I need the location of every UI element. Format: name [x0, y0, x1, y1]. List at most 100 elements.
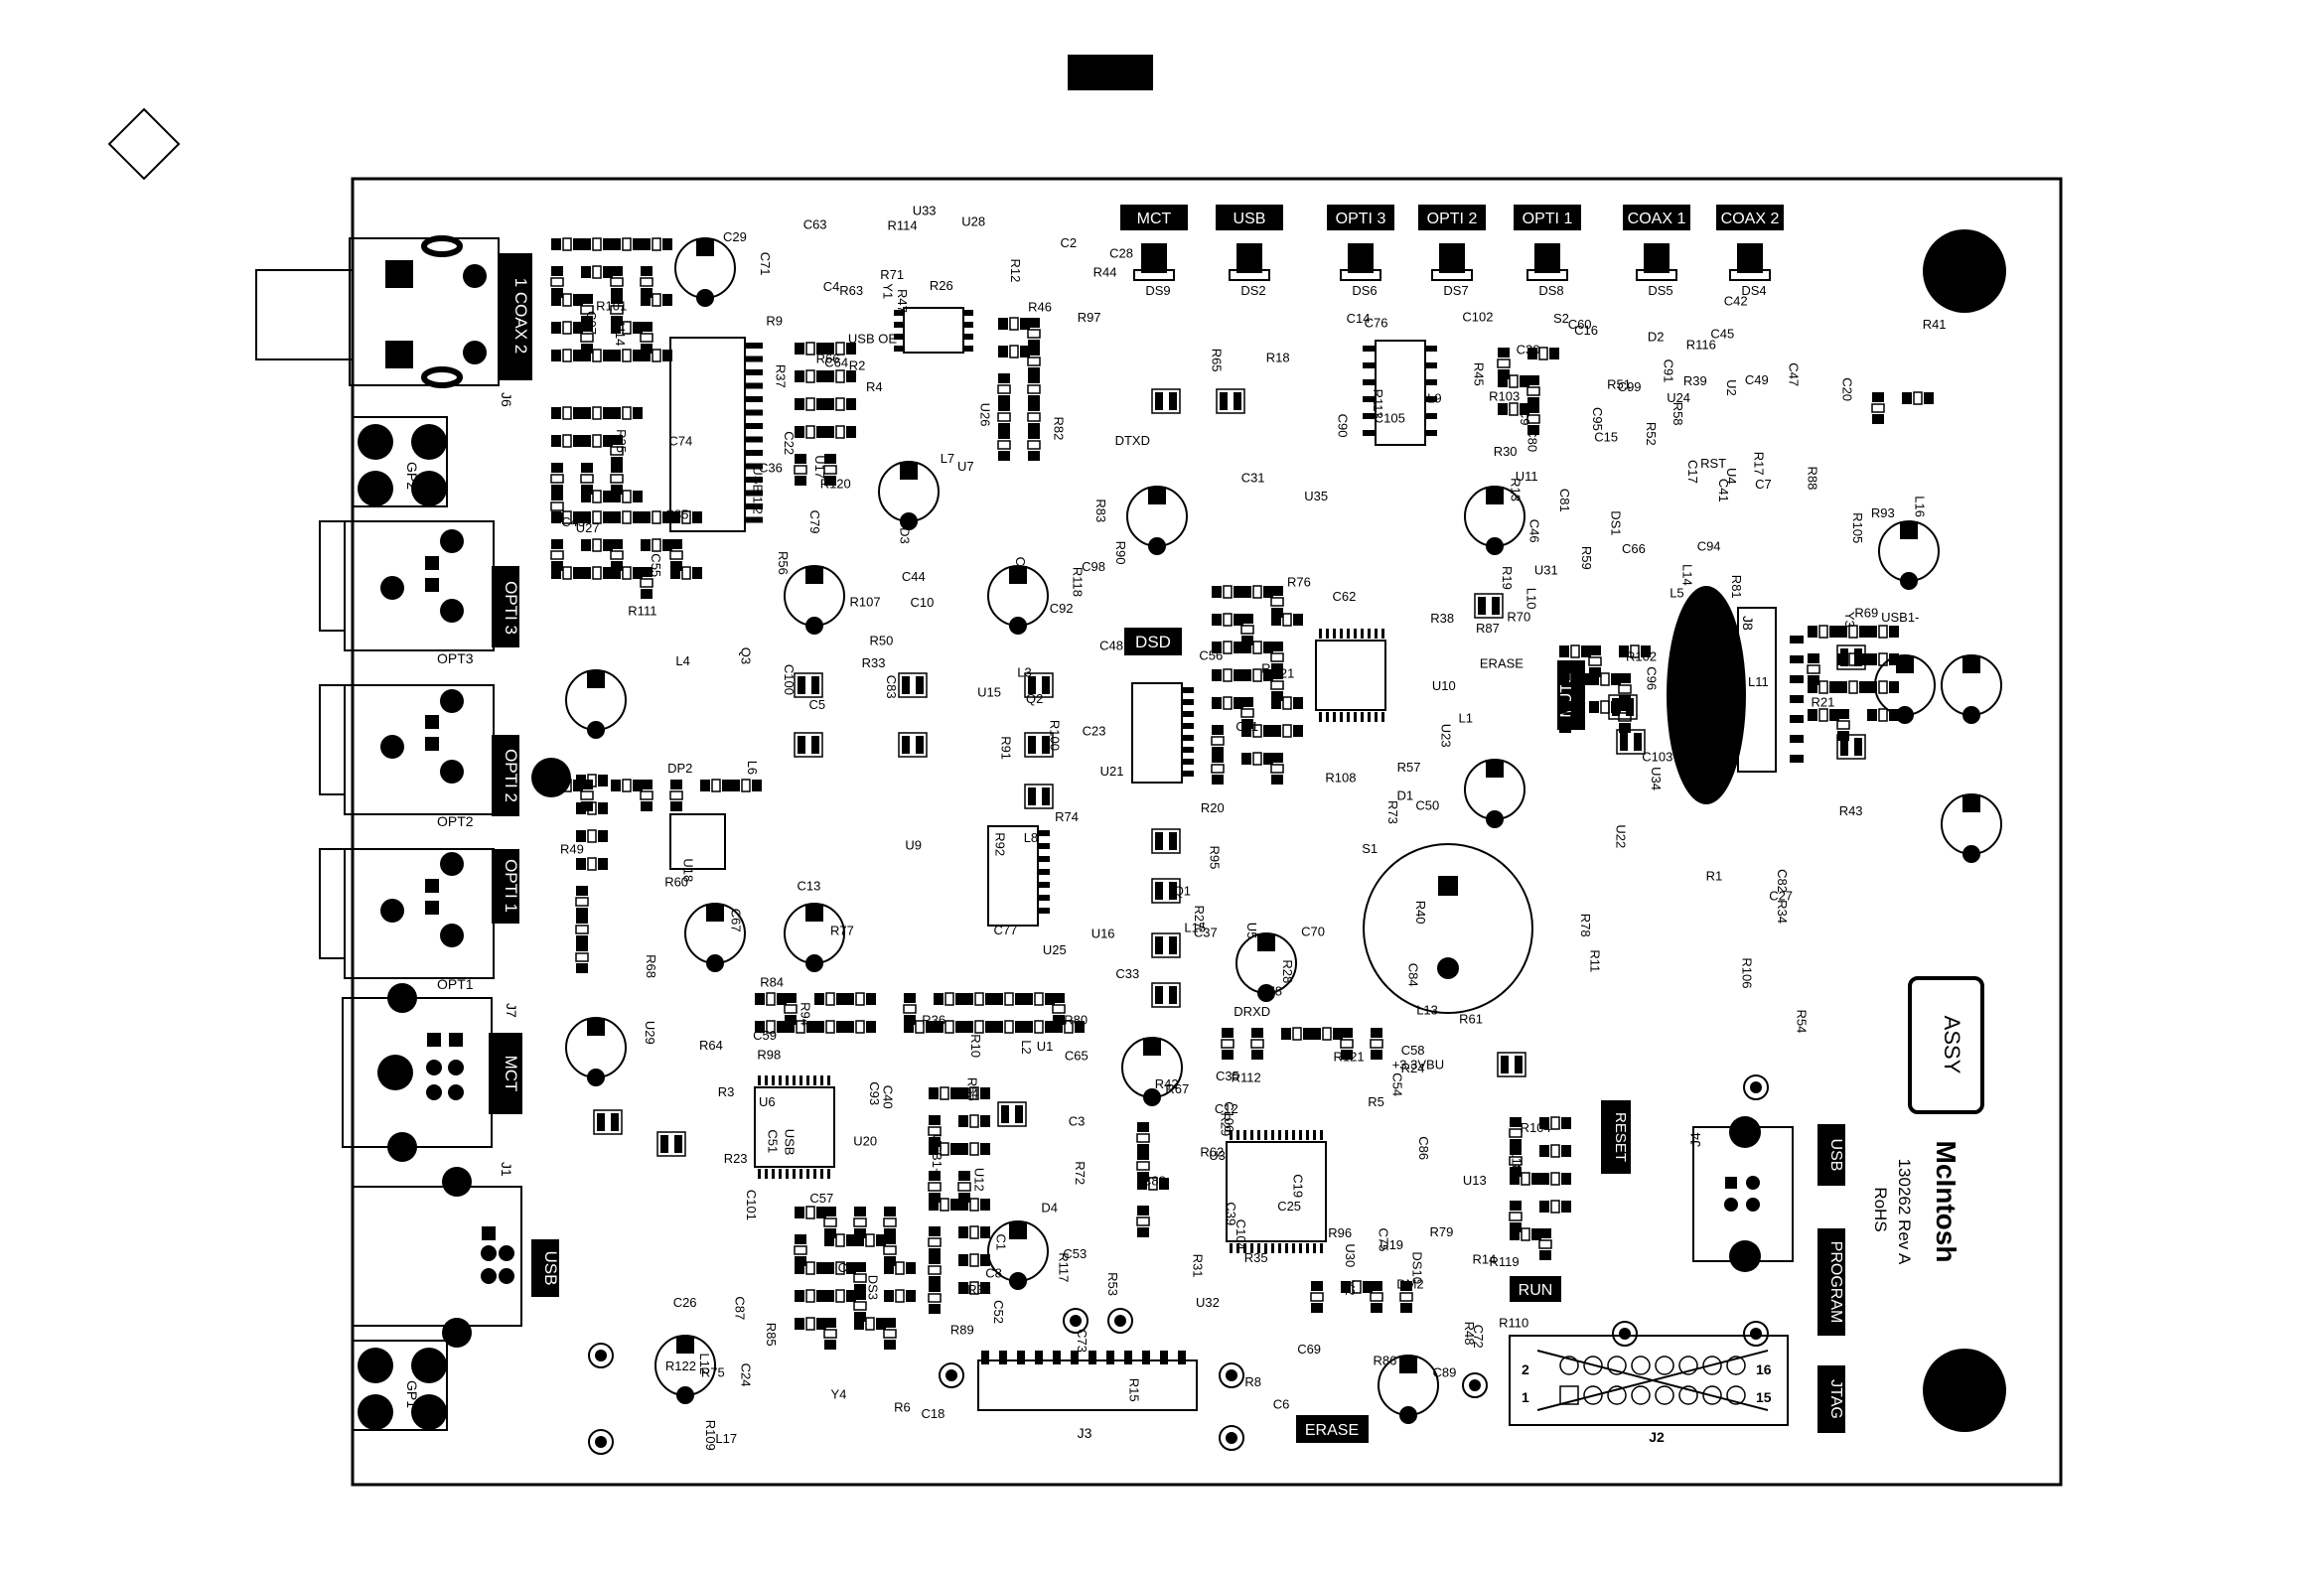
- refdes-label: R3: [718, 1084, 735, 1099]
- refdes-label: R118: [1070, 567, 1085, 597]
- refdes-label: C52: [991, 1300, 1006, 1324]
- refdes-label: R93: [1871, 505, 1895, 520]
- refdes-label: U33: [913, 204, 937, 218]
- led-ref: DS8: [1538, 283, 1563, 298]
- led-footprint: [1534, 243, 1560, 273]
- refdes-label: R12: [1008, 259, 1023, 283]
- refdes-label: R47: [895, 289, 910, 313]
- fiducial-diamond: [107, 107, 181, 181]
- refdes-label: R31: [1191, 1254, 1206, 1278]
- indicator-bg: [1327, 205, 1394, 230]
- refdes-label: C98: [1082, 559, 1105, 574]
- refdes-label: R50: [870, 633, 894, 647]
- refdes-label: U23: [1438, 724, 1453, 748]
- refdes-label: C46: [1526, 519, 1541, 543]
- refdes-label: R100: [1048, 720, 1063, 751]
- refdes-label: R109: [703, 1420, 718, 1451]
- refdes-label: U26: [978, 403, 993, 427]
- refdes-label: U22: [1614, 824, 1629, 848]
- mct-connector: [342, 983, 493, 1162]
- refdes-label: C103: [1642, 750, 1672, 765]
- refdes-label: R10: [968, 1034, 983, 1058]
- opt1-ref: OPT1: [437, 976, 474, 992]
- refdes-label: R25: [614, 429, 629, 453]
- refdes-label: C56: [1199, 648, 1223, 663]
- refdes-label: R64: [699, 1038, 723, 1053]
- refdes-label: C31: [1241, 470, 1265, 485]
- refdes-label: C17: [1685, 460, 1700, 484]
- refdes-label: L9: [1427, 390, 1441, 405]
- refdes-label: R75: [701, 1364, 725, 1379]
- mounting-hole: [1923, 1349, 2006, 1432]
- opti1-label: OPTI 1: [502, 859, 520, 913]
- refdes-label: C81: [1557, 489, 1572, 512]
- refdes-label: R105: [1850, 512, 1865, 543]
- refdes-label: U7: [957, 459, 974, 474]
- refdes-label: L6: [745, 761, 760, 775]
- refdes-label: R108: [1325, 770, 1356, 785]
- refdes-label: U13: [1463, 1173, 1487, 1188]
- refdes-label: C34: [955, 1085, 979, 1100]
- refdes-label: R11: [1588, 949, 1603, 972]
- refdes-label: U3: [1209, 1148, 1226, 1163]
- dsd-label: DSD: [1135, 633, 1171, 651]
- refdes-label: Q3: [739, 647, 754, 664]
- usb-label: USB: [541, 1251, 560, 1286]
- refdes-label: R35: [1244, 1250, 1268, 1265]
- refdes-label: L15: [1184, 921, 1206, 935]
- jtag-label: JTAG: [1827, 1379, 1844, 1419]
- refdes-label: R76: [1287, 575, 1311, 590]
- refdes-label: U9: [905, 837, 922, 852]
- capacitor-c80: [1363, 843, 1533, 1014]
- refdes-label: C16: [1574, 323, 1598, 338]
- refdes-label: C67: [728, 909, 743, 932]
- refdes-label: R7: [1261, 661, 1278, 676]
- refdes-label: U25: [1043, 942, 1067, 957]
- refdes-label: R59: [1579, 546, 1594, 570]
- opt1-connector: [319, 848, 495, 979]
- assy-label: ASSY: [1940, 1016, 1964, 1074]
- refdes-label: L17: [715, 1431, 737, 1446]
- refdes-label: C15: [1594, 430, 1618, 445]
- refdes-label: R27: [1192, 906, 1207, 930]
- gp1-connector: [352, 1340, 448, 1431]
- indicator-bg: [1623, 205, 1690, 230]
- refdes-label: L2: [1019, 1040, 1034, 1054]
- refdes-label: R117: [1056, 1252, 1071, 1282]
- opt3-connector: [319, 520, 495, 651]
- refdes-label: C50: [1415, 798, 1439, 813]
- refdes-label: C48: [1099, 639, 1123, 653]
- indicator-bg: [1716, 205, 1784, 230]
- refdes-label: R91: [999, 736, 1014, 760]
- refdes-label: R45: [1472, 362, 1487, 386]
- refdes-label: C70: [1301, 925, 1325, 939]
- refdes-label: U29: [643, 1021, 657, 1045]
- part-number: 130262 Rev A: [1895, 1159, 1914, 1265]
- refdes-label: C44: [902, 569, 926, 584]
- usb-button-label: USB: [1827, 1139, 1844, 1172]
- refdes-label: C94: [1697, 538, 1721, 553]
- refdes-label: R112: [1232, 1070, 1261, 1084]
- refdes-label: DP2: [667, 761, 692, 776]
- refdes-label: C1: [994, 1234, 1009, 1251]
- refdes-label: R77: [830, 923, 854, 937]
- refdes-label: R89: [950, 1323, 974, 1338]
- refdes-label: R39: [1683, 373, 1707, 388]
- refdes-label: C23: [1083, 723, 1106, 738]
- refdes-label: R95: [1207, 846, 1222, 870]
- refdes-label: C92: [1050, 601, 1074, 616]
- refdes-label: U14: [613, 323, 628, 347]
- refdes-label: C76: [1365, 316, 1388, 331]
- refdes-label: R106: [1740, 957, 1755, 988]
- refdes-label: R1: [1706, 868, 1723, 883]
- refdes-label: R14: [1473, 1251, 1497, 1266]
- refdes-label: R48: [1462, 1322, 1477, 1346]
- refdes-label: R80: [1064, 1013, 1088, 1028]
- refdes-label: L14: [1680, 564, 1695, 586]
- refdes-label: U34: [1649, 767, 1664, 790]
- refdes-label: C9: [1518, 409, 1532, 426]
- refdes-label: C79: [807, 510, 822, 534]
- refdes-label: U21: [1100, 764, 1124, 779]
- refdes-label: U8: [1713, 670, 1730, 685]
